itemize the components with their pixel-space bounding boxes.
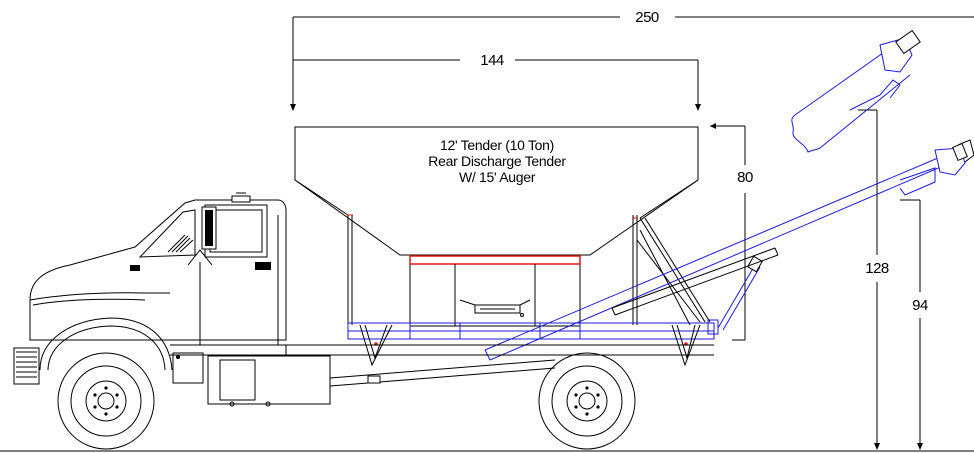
- chassis: [170, 344, 714, 387]
- dimension-250: 250: [290, 9, 974, 111]
- dimension-144: 144: [293, 52, 701, 111]
- title-line-1: 12' Tender (10 Ton): [440, 137, 554, 153]
- dimension-80: 80: [710, 123, 753, 341]
- dim-80-label: 80: [737, 169, 753, 186]
- dim-94-label: 94: [912, 297, 928, 314]
- hopper: 12' Tender (10 Ton) Rear Discharge Tende…: [294, 126, 699, 256]
- auger-raised: [791, 29, 921, 153]
- tender-bed: [347, 319, 719, 367]
- dim-250-label: 250: [635, 9, 659, 26]
- title-line-2: Rear Discharge Tender: [428, 153, 566, 169]
- discharge-box: [409, 255, 581, 327]
- dimension-128: 128: [858, 109, 889, 450]
- front-wheel: [57, 352, 155, 450]
- dim-144-label: 144: [480, 52, 504, 69]
- hopper-frame: [347, 214, 711, 326]
- rear-wheel: [538, 352, 636, 450]
- dim-128-label: 128: [865, 260, 889, 277]
- auger-lowered: [484, 139, 974, 361]
- title-line-3: W/ 15' Auger: [459, 169, 536, 185]
- truck-cab: [13, 192, 331, 407]
- dimension-94: 94: [900, 199, 928, 450]
